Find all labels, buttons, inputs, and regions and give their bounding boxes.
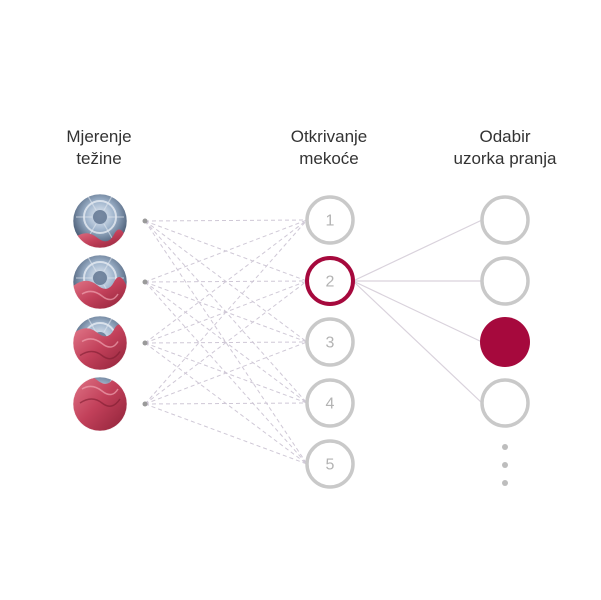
connection-weight2-soft2	[144, 280, 308, 283]
softness-nodes: 1 2 3 4 5	[305, 195, 355, 489]
load-level-1-connector-dot	[142, 218, 148, 224]
load-level-4-connector-dot	[142, 401, 148, 407]
load-level-4-thumbnail	[72, 376, 148, 432]
softness-node-4: 4	[305, 378, 355, 428]
softness-to-pattern-connections	[352, 219, 483, 404]
connection-weight4-soft4	[144, 402, 308, 405]
softness-node-ring	[305, 317, 355, 367]
softness-node-5: 5	[305, 439, 355, 489]
softness-node-ring	[305, 195, 355, 245]
softness-node-ring	[305, 378, 355, 428]
load-level-1-thumbnail	[72, 193, 148, 249]
weight-level-nodes	[72, 193, 148, 432]
weight-measurement-title: Mjerenje težine	[66, 127, 132, 168]
more-patterns-ellipsis	[502, 444, 508, 486]
ellipsis-dot-2	[502, 462, 508, 468]
connection-weight3-soft5	[144, 342, 308, 465]
load-level-2-thumbnail	[72, 254, 148, 310]
ellipsis-dot-1	[502, 444, 508, 450]
connection-weight3-soft1	[144, 219, 308, 344]
softness-node-ring	[305, 439, 355, 489]
softness-node-label: 1	[326, 213, 335, 230]
ellipsis-dot-3	[502, 480, 508, 486]
connection-weight4-soft1	[144, 219, 308, 405]
connection-soft2-pattern3	[352, 280, 483, 343]
load-level-3-thumbnail	[72, 315, 148, 371]
wash-pattern-node-4	[480, 378, 530, 428]
connection-weight3-soft3	[144, 341, 308, 344]
softness-node-label: 4	[326, 396, 335, 413]
softness-node-label: 3	[326, 335, 335, 352]
connection-soft2-pattern1	[352, 219, 483, 282]
connection-weight4-soft2	[144, 280, 308, 405]
weight-to-softness-connections	[144, 219, 308, 465]
wash-pattern-node-1	[480, 195, 530, 245]
connection-weight1-soft1	[144, 219, 308, 222]
wash-pattern-selection-title: Odabir uzorka pranja	[453, 127, 557, 168]
connection-weight2-soft1	[144, 219, 308, 283]
softness-node-label: 2	[326, 274, 335, 291]
connection-weight4-soft3	[144, 341, 308, 405]
wash-pattern-node-2	[480, 256, 530, 306]
connection-weight4-soft5	[144, 403, 308, 465]
softness-node-ring	[305, 256, 355, 306]
softness-detection-title: Otkrivanje mekoće	[290, 127, 368, 168]
load-level-3-connector-dot	[142, 340, 148, 346]
wash-pattern-nodes	[480, 195, 530, 428]
softness-node-2: 2	[305, 256, 355, 306]
softness-node-3: 3	[305, 317, 355, 367]
softness-node-label: 5	[326, 457, 335, 474]
softness-node-1: 1	[305, 195, 355, 245]
connection-soft2-pattern4	[352, 280, 483, 404]
load-level-2-connector-dot	[142, 279, 148, 285]
wash-pattern-node-3-selected	[480, 317, 530, 367]
